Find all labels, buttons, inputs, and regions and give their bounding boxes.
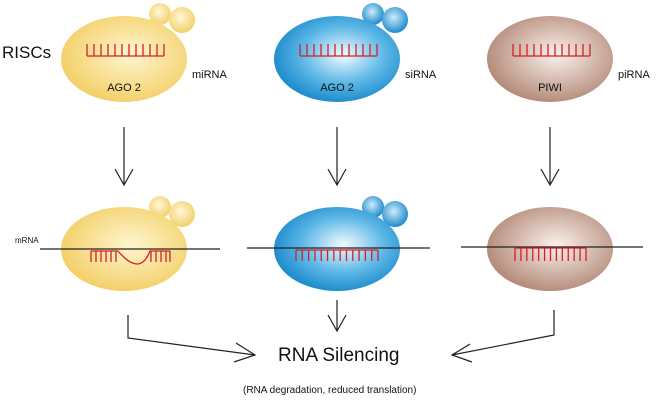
complex-miRNA-protein-label: AGO 2 [107,82,141,94]
complex-siRNA-body [274,16,400,102]
rna-silencing-subtitle: (RNA degradation, reduced translation) [243,385,417,396]
arrow-to-silencing-siRNA [327,300,347,333]
arrow-to-silencing-piRNA [450,310,555,363]
complex-miRNA-type-label: miRNA [192,69,227,81]
complex-piRNA-protein-label: PIWI [538,82,562,94]
bound-miRNA-small-rna [90,250,171,265]
bound-piRNA-small-rna [514,247,587,261]
complex-siRNA-type-label: siRNA [405,69,437,81]
arrow-down-miRNA [114,127,134,187]
complex-piRNA-type-label: piRNA [618,69,650,81]
complex-piRNA-body [487,16,613,102]
complex-siRNA-protein-label: AGO 2 [320,82,354,94]
complex-miRNA-body [61,16,187,102]
arrow-down-piRNA [540,127,560,187]
complex-siRNA-small-rna [299,44,378,57]
bound-miRNA-subunit-large [169,201,195,227]
bound-siRNA-body [274,207,400,291]
rna-silencing-title: RNA Silencing [278,345,400,366]
riscs-label: RISCs [2,43,52,62]
complex-siRNA-subunit-large [382,7,408,33]
complex-siRNA-subunit-small [362,3,384,25]
arrow-to-silencing-miRNA [127,315,257,363]
mrna-label: mRNA [15,236,39,245]
complex-piRNA-small-rna [512,44,591,57]
arrow-down-siRNA [327,127,347,187]
complex-miRNA-small-rna [86,44,165,57]
bound-siRNA-subunit-large [382,201,408,227]
complex-miRNA-subunit-large [169,7,195,33]
complex-miRNA-subunit-small [149,3,171,25]
bound-siRNA-small-rna [295,249,379,261]
